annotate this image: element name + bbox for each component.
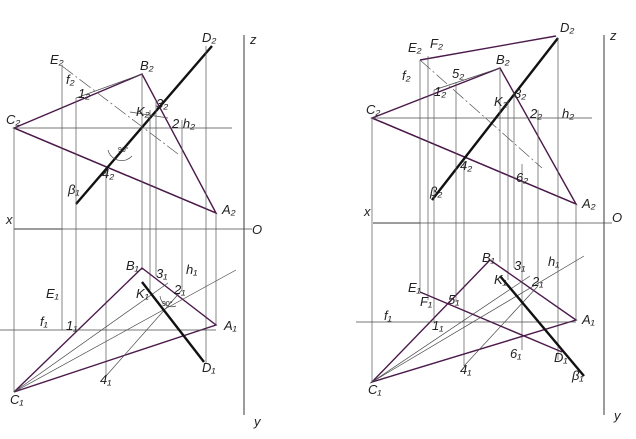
left-label-f2: f₂ xyxy=(66,72,75,87)
left-normal-front xyxy=(75,45,213,205)
left-label-beta1: β₁ xyxy=(67,182,80,197)
right-normal-top xyxy=(499,275,585,377)
right-labels: z x O y E₂ F₂ D₂ f₂ 5₂ B₂ 1₂ K₂ 3₂ C₂ 2₂… xyxy=(363,20,622,423)
left-label-c1: C₁ xyxy=(10,392,24,407)
left-f2-segment xyxy=(75,73,143,99)
right-e2-d2-line xyxy=(419,35,557,61)
right-label-41: 4₁ xyxy=(460,362,471,377)
left-label-d1: D₁ xyxy=(202,360,216,375)
right-label-11: 1₁ xyxy=(432,318,443,333)
right-label-a2: A₂ xyxy=(581,196,596,211)
right-label-e2: E₂ xyxy=(408,40,422,55)
left-label-d2: D₂ xyxy=(202,30,216,45)
left-f2-line xyxy=(61,65,179,155)
left-labels: z x O y C₂ B₂ D₂ E₂ f₂ 1₂ K₂ 3₂ 2 h₂ 90°… xyxy=(5,30,262,429)
right-label-h1: h₁ xyxy=(548,254,559,269)
left-label-y: y xyxy=(253,414,262,429)
right-panel xyxy=(356,35,612,415)
right-label-beta2: β₂ xyxy=(429,184,442,199)
right-label-k1: K₁ xyxy=(494,272,507,287)
left-label-11: 1₁ xyxy=(66,318,77,333)
left-label-z: z xyxy=(249,32,257,47)
left-label-a1: A₁ xyxy=(223,318,237,333)
left-c1-k1-line xyxy=(13,282,169,393)
left-angle-arc-upper xyxy=(107,149,133,161)
right-label-b1: B₁ xyxy=(482,250,495,265)
left-4-2-line xyxy=(105,289,183,377)
right-label-f2-lower: f₂ xyxy=(402,68,411,83)
left-label-a2: A₂ xyxy=(221,202,236,217)
left-h1-line xyxy=(13,269,237,393)
left-label-31: 3₁ xyxy=(156,266,167,281)
right-label-b2: B₂ xyxy=(496,52,510,67)
right-c1-k1-line xyxy=(371,275,531,383)
right-label-21: 2₁ xyxy=(531,274,543,289)
left-label-c2: C₂ xyxy=(6,112,20,127)
left-label-2h2: 2 h₂ xyxy=(171,116,195,131)
right-label-d2: D₂ xyxy=(560,20,574,35)
right-label-c1: C₁ xyxy=(368,382,382,397)
right-label-e1: E₁ xyxy=(408,280,421,295)
right-label-f2: F₂ xyxy=(430,36,443,51)
right-label-k2: K₂ xyxy=(494,94,508,109)
right-label-o: O xyxy=(612,210,622,225)
right-c2-a2-edge xyxy=(371,117,577,205)
right-label-beta1: β₁ xyxy=(571,368,584,383)
right-label-c2: C₂ xyxy=(366,102,380,117)
left-label-32: 3₂ xyxy=(156,96,168,111)
left-c2-a2-edge xyxy=(13,127,217,214)
left-label-41: 4₁ xyxy=(100,372,111,387)
right-label-51: 5₁ xyxy=(448,292,459,307)
right-normal-front xyxy=(431,37,559,201)
left-label-h1: h₁ xyxy=(186,262,197,277)
right-label-22: 2₂ xyxy=(529,106,542,121)
left-label-o: O xyxy=(252,222,262,237)
right-label-61: 6₁ xyxy=(510,346,521,361)
left-normal-top xyxy=(141,281,205,363)
left-angle-lower: 90° xyxy=(162,300,173,308)
right-label-d1: D₁ xyxy=(554,350,568,365)
left-label-f1: f₁ xyxy=(40,314,48,329)
left-label-e1: E₁ xyxy=(46,286,59,301)
left-label-e2: E₂ xyxy=(50,52,64,67)
left-label-x: x xyxy=(5,212,13,227)
right-triangle-front xyxy=(370,67,578,206)
left-label-k2: K₂ xyxy=(136,104,150,119)
left-angle-upper: 90° xyxy=(118,146,129,154)
left-label-12: 1₂ xyxy=(78,86,90,101)
left-label-b1: B₁ xyxy=(126,258,139,273)
right-label-f1: f₁ xyxy=(384,308,392,323)
right-label-z: z xyxy=(609,28,617,43)
right-label-y: y xyxy=(613,408,622,423)
right-label-h2: h₂ xyxy=(562,106,574,121)
right-triangle-top xyxy=(369,259,578,384)
left-panel xyxy=(0,35,252,415)
right-label-42: 4₂ xyxy=(460,158,472,173)
left-label-k1: K₁ xyxy=(136,286,149,301)
left-label-21: 2₁ xyxy=(173,282,185,297)
left-label-b2: B₂ xyxy=(140,58,154,73)
left-triangle-front xyxy=(12,73,218,215)
right-f2-line xyxy=(419,59,543,169)
right-label-62: 6₂ xyxy=(516,170,528,185)
right-label-12: 1₂ xyxy=(434,84,446,99)
right-label-f1-cap: F₁ xyxy=(420,294,432,309)
right-label-x: x xyxy=(363,204,371,219)
right-label-52: 5₂ xyxy=(452,66,464,81)
right-f2-segment xyxy=(433,67,501,91)
left-label-42: 4₂ xyxy=(102,166,114,181)
right-label-32: 3₂ xyxy=(514,86,526,101)
right-e1-d1-line xyxy=(419,291,563,353)
right-label-a1: A₁ xyxy=(581,312,595,327)
left-angle-arc-lower xyxy=(159,295,177,307)
right-label-31: 3₁ xyxy=(514,258,525,273)
left-k2-segment xyxy=(129,111,169,119)
right-h1-line xyxy=(371,255,585,383)
